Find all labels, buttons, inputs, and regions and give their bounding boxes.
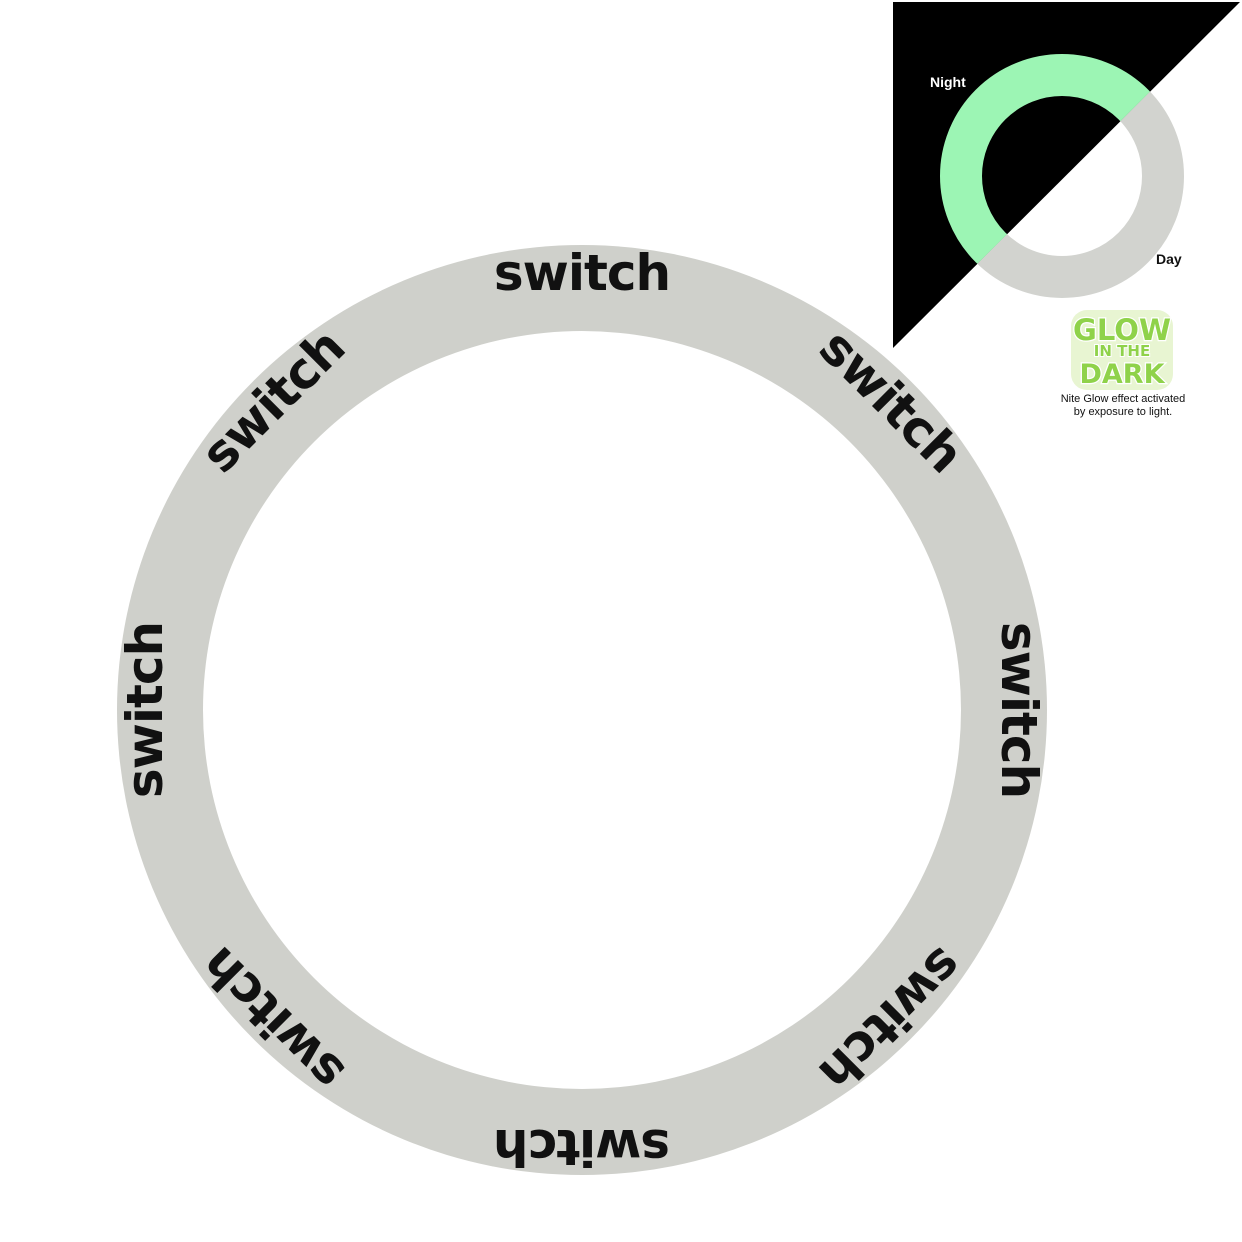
main-ring: [117, 245, 1047, 1175]
glow-caption-line-1: Nite Glow effect activated: [1060, 393, 1186, 405]
ring-word: switch: [990, 622, 1048, 798]
day-label: Day: [1156, 251, 1182, 267]
ring-word: switch: [494, 1118, 670, 1176]
badge-shadow: [1071, 310, 1173, 390]
glow-caption-line-2: by exposure to light.: [1073, 406, 1173, 418]
ring-word: switch: [494, 244, 670, 302]
badge-word-in-the: IN THE: [1094, 342, 1150, 360]
badge-word-dark: DARK: [1079, 359, 1165, 390]
night-label: Night: [930, 74, 966, 90]
night-day-inset: Night Day: [893, 2, 1240, 348]
glow-in-the-dark-badge: GLOW IN THE DARK: [1071, 310, 1173, 391]
glow-caption: Nite Glow effect activated by exposure t…: [1018, 393, 1228, 419]
ring-hole: [203, 331, 961, 1089]
badge-word-glow: GLOW: [1073, 313, 1171, 347]
ring-word: switch: [116, 622, 174, 798]
